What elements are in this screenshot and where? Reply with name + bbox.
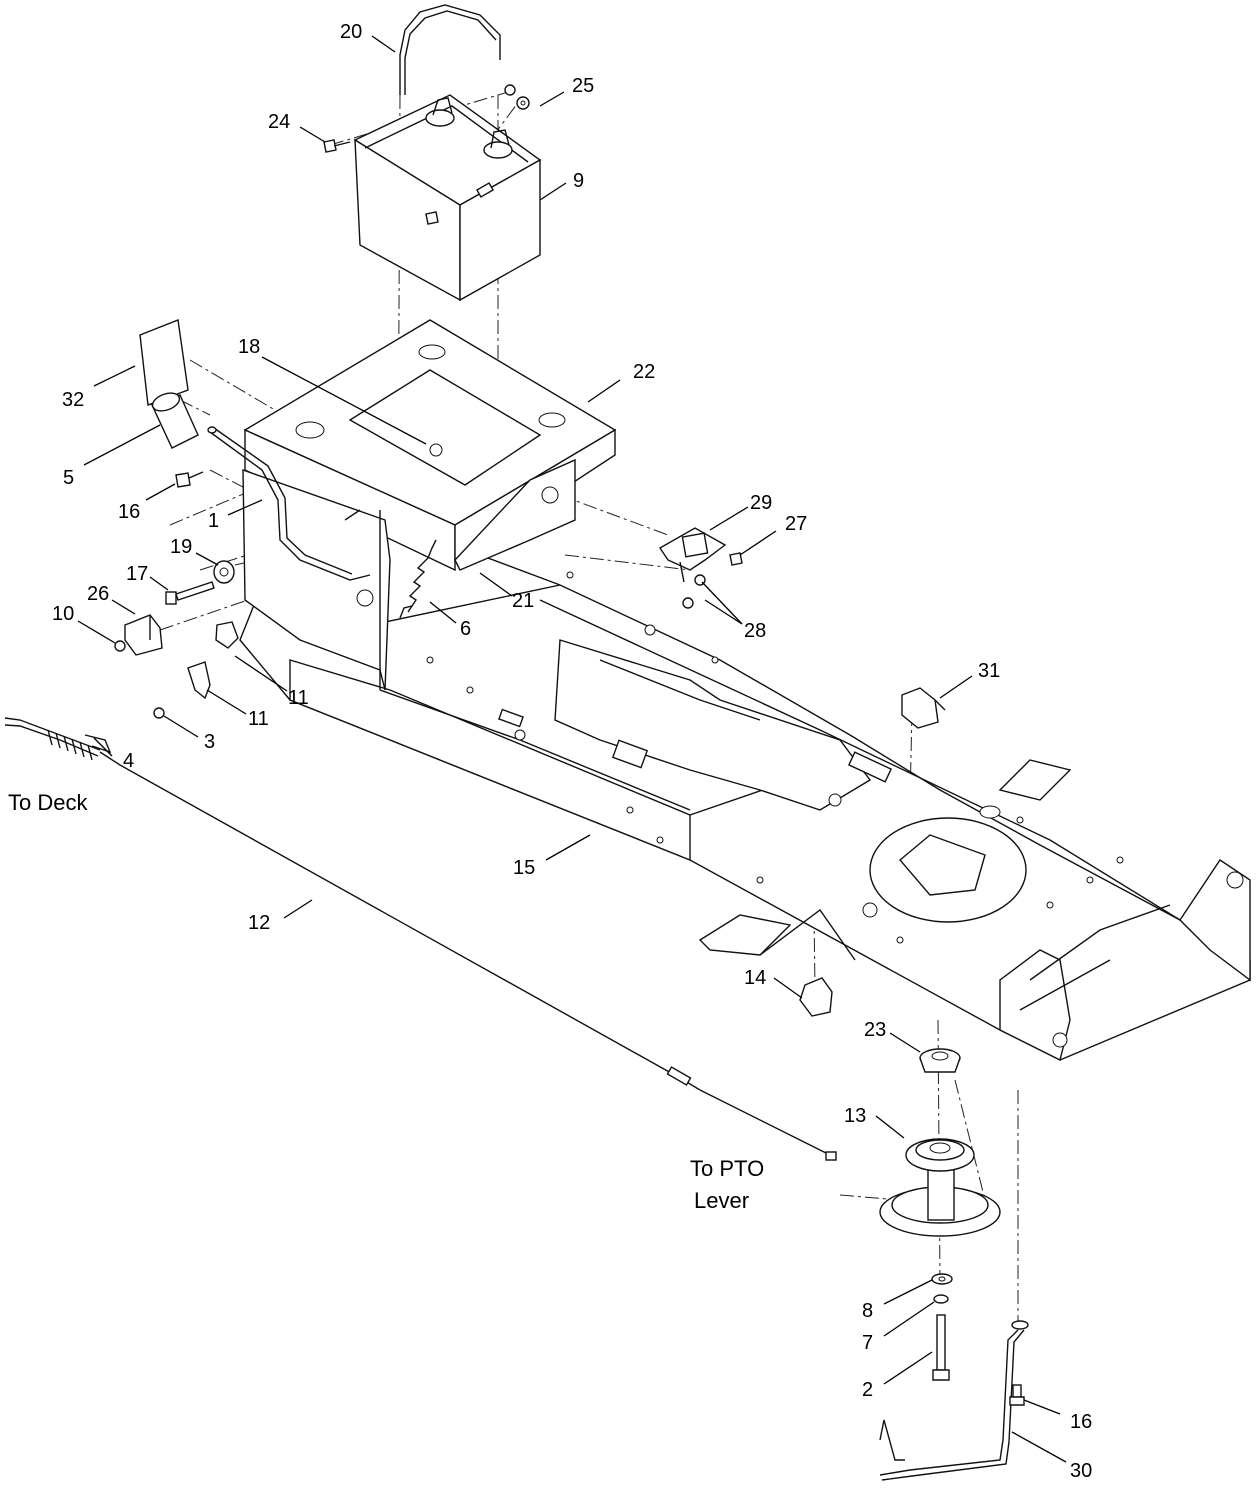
callout-30: 30 — [1070, 1460, 1092, 1482]
callout-12: 12 — [248, 912, 270, 934]
bolt-16 — [175, 471, 204, 488]
switch-14 — [799, 977, 833, 1017]
callout-17: 17 — [126, 563, 148, 585]
switch-29 — [659, 527, 727, 583]
bolt-17 — [165, 581, 215, 605]
nut-25 — [516, 96, 530, 110]
callout-1: 1 — [208, 510, 219, 532]
callout-4: 4 — [123, 750, 134, 772]
knob — [151, 392, 199, 449]
note-to-pto-line1: To PTO — [690, 1156, 764, 1181]
bolt-3 — [153, 707, 165, 719]
callout-27: 27 — [785, 513, 807, 535]
notes: To Deck To PTO Lever — [8, 790, 764, 1213]
callout-26: 26 — [87, 583, 109, 605]
hardware — [114, 84, 743, 719]
callout-21: 21 — [512, 590, 534, 612]
callout-19: 19 — [170, 536, 192, 558]
washer-8 — [931, 1273, 953, 1285]
callout-7: 7 — [862, 1332, 873, 1354]
leader-lines — [77, 35, 1067, 1463]
pulley-23 — [919, 1048, 961, 1073]
battery-strap — [399, 4, 501, 95]
clip-4 — [84, 734, 112, 754]
washer-7 — [933, 1294, 949, 1304]
callout-25: 25 — [572, 75, 594, 97]
bolt-24 — [323, 139, 351, 153]
rod-30 — [879, 1320, 1029, 1481]
callout-11a: 11 — [288, 687, 309, 709]
callout-labels: 20 25 24 9 18 22 32 5 16 1 29 27 19 17 2… — [52, 21, 1092, 1482]
pulley-13 — [879, 1138, 1001, 1237]
callout-2: 2 — [862, 1379, 873, 1401]
frame-holes — [426, 571, 1124, 944]
callout-11b: 11 — [248, 708, 269, 730]
note-to-deck: To Deck — [8, 790, 88, 815]
callout-9: 9 — [573, 170, 584, 192]
callout-15: 15 — [513, 857, 535, 879]
note-to-pto-line2: Lever — [694, 1188, 749, 1213]
callout-18: 18 — [238, 336, 260, 358]
nuts-28 — [682, 574, 706, 609]
callout-28: 28 — [744, 620, 766, 642]
callout-13: 13 — [844, 1105, 866, 1127]
switch-26 — [124, 614, 163, 656]
washer-19 — [213, 560, 235, 584]
callout-29: 29 — [750, 492, 772, 514]
callout-6: 6 — [460, 618, 471, 640]
callout-23: 23 — [864, 1019, 886, 1041]
callout-10: 10 — [52, 603, 74, 625]
bolt-2 — [932, 1314, 950, 1381]
bolt-27 — [729, 552, 743, 566]
cable-12 — [4, 717, 837, 1161]
bolt-battery — [425, 211, 439, 225]
callout-20: 20 — [340, 21, 362, 43]
relay-31 — [901, 687, 946, 729]
callout-3: 3 — [204, 731, 215, 753]
main-frame — [239, 519, 1251, 1062]
callout-5: 5 — [63, 467, 74, 489]
bracket-11b — [187, 661, 211, 700]
nut-25b — [504, 84, 516, 96]
callout-16a: 16 — [118, 501, 140, 523]
callout-8: 8 — [862, 1300, 873, 1322]
callout-31: 31 — [978, 660, 1000, 682]
callout-22: 22 — [633, 361, 655, 383]
callout-14: 14 — [744, 967, 766, 989]
bracket-11a — [215, 621, 239, 649]
callout-32: 32 — [62, 389, 84, 411]
callout-24: 24 — [268, 111, 290, 133]
decal — [139, 319, 189, 406]
battery — [353, 94, 542, 302]
bolt-10 — [114, 640, 126, 652]
spring — [399, 539, 437, 619]
bolt-16b — [1009, 1384, 1025, 1406]
lift-lever — [207, 426, 371, 581]
callout-16b: 16 — [1070, 1411, 1092, 1433]
